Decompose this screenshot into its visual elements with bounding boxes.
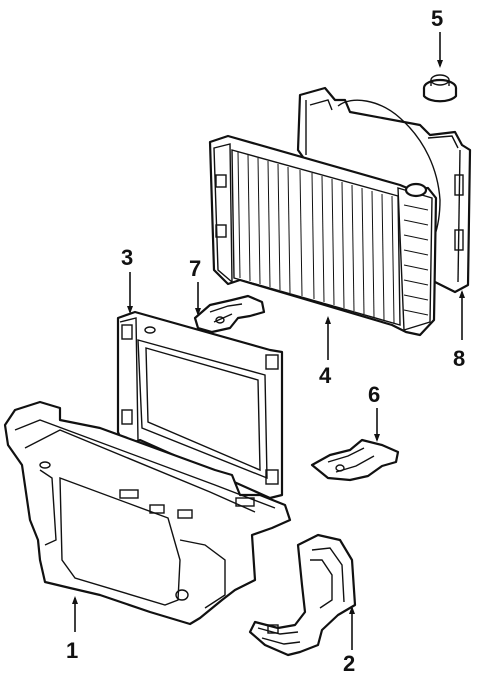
callout-5: 5: [431, 6, 443, 31]
part-7-upper-bracket: [193, 294, 266, 334]
callout-3: 3: [121, 245, 133, 270]
callout-2: 2: [343, 651, 355, 675]
callout-8: 8: [453, 346, 465, 371]
callout-7: 7: [189, 256, 201, 281]
leader-lines: [72, 32, 465, 650]
part-5-radiator-cap: [422, 74, 458, 103]
part-6-lower-bracket: [310, 438, 400, 482]
callout-numbers: 1 2 3 4 5 6 7 8: [66, 6, 465, 675]
part-2-side-bracket: [248, 533, 357, 657]
callout-4: 4: [319, 363, 332, 388]
part-1-front-end-panel: [3, 400, 292, 626]
part-4-radiator: [208, 134, 438, 337]
callout-1: 1: [66, 638, 78, 663]
callout-6: 6: [368, 382, 380, 407]
part-3-support-frame: [116, 310, 284, 500]
